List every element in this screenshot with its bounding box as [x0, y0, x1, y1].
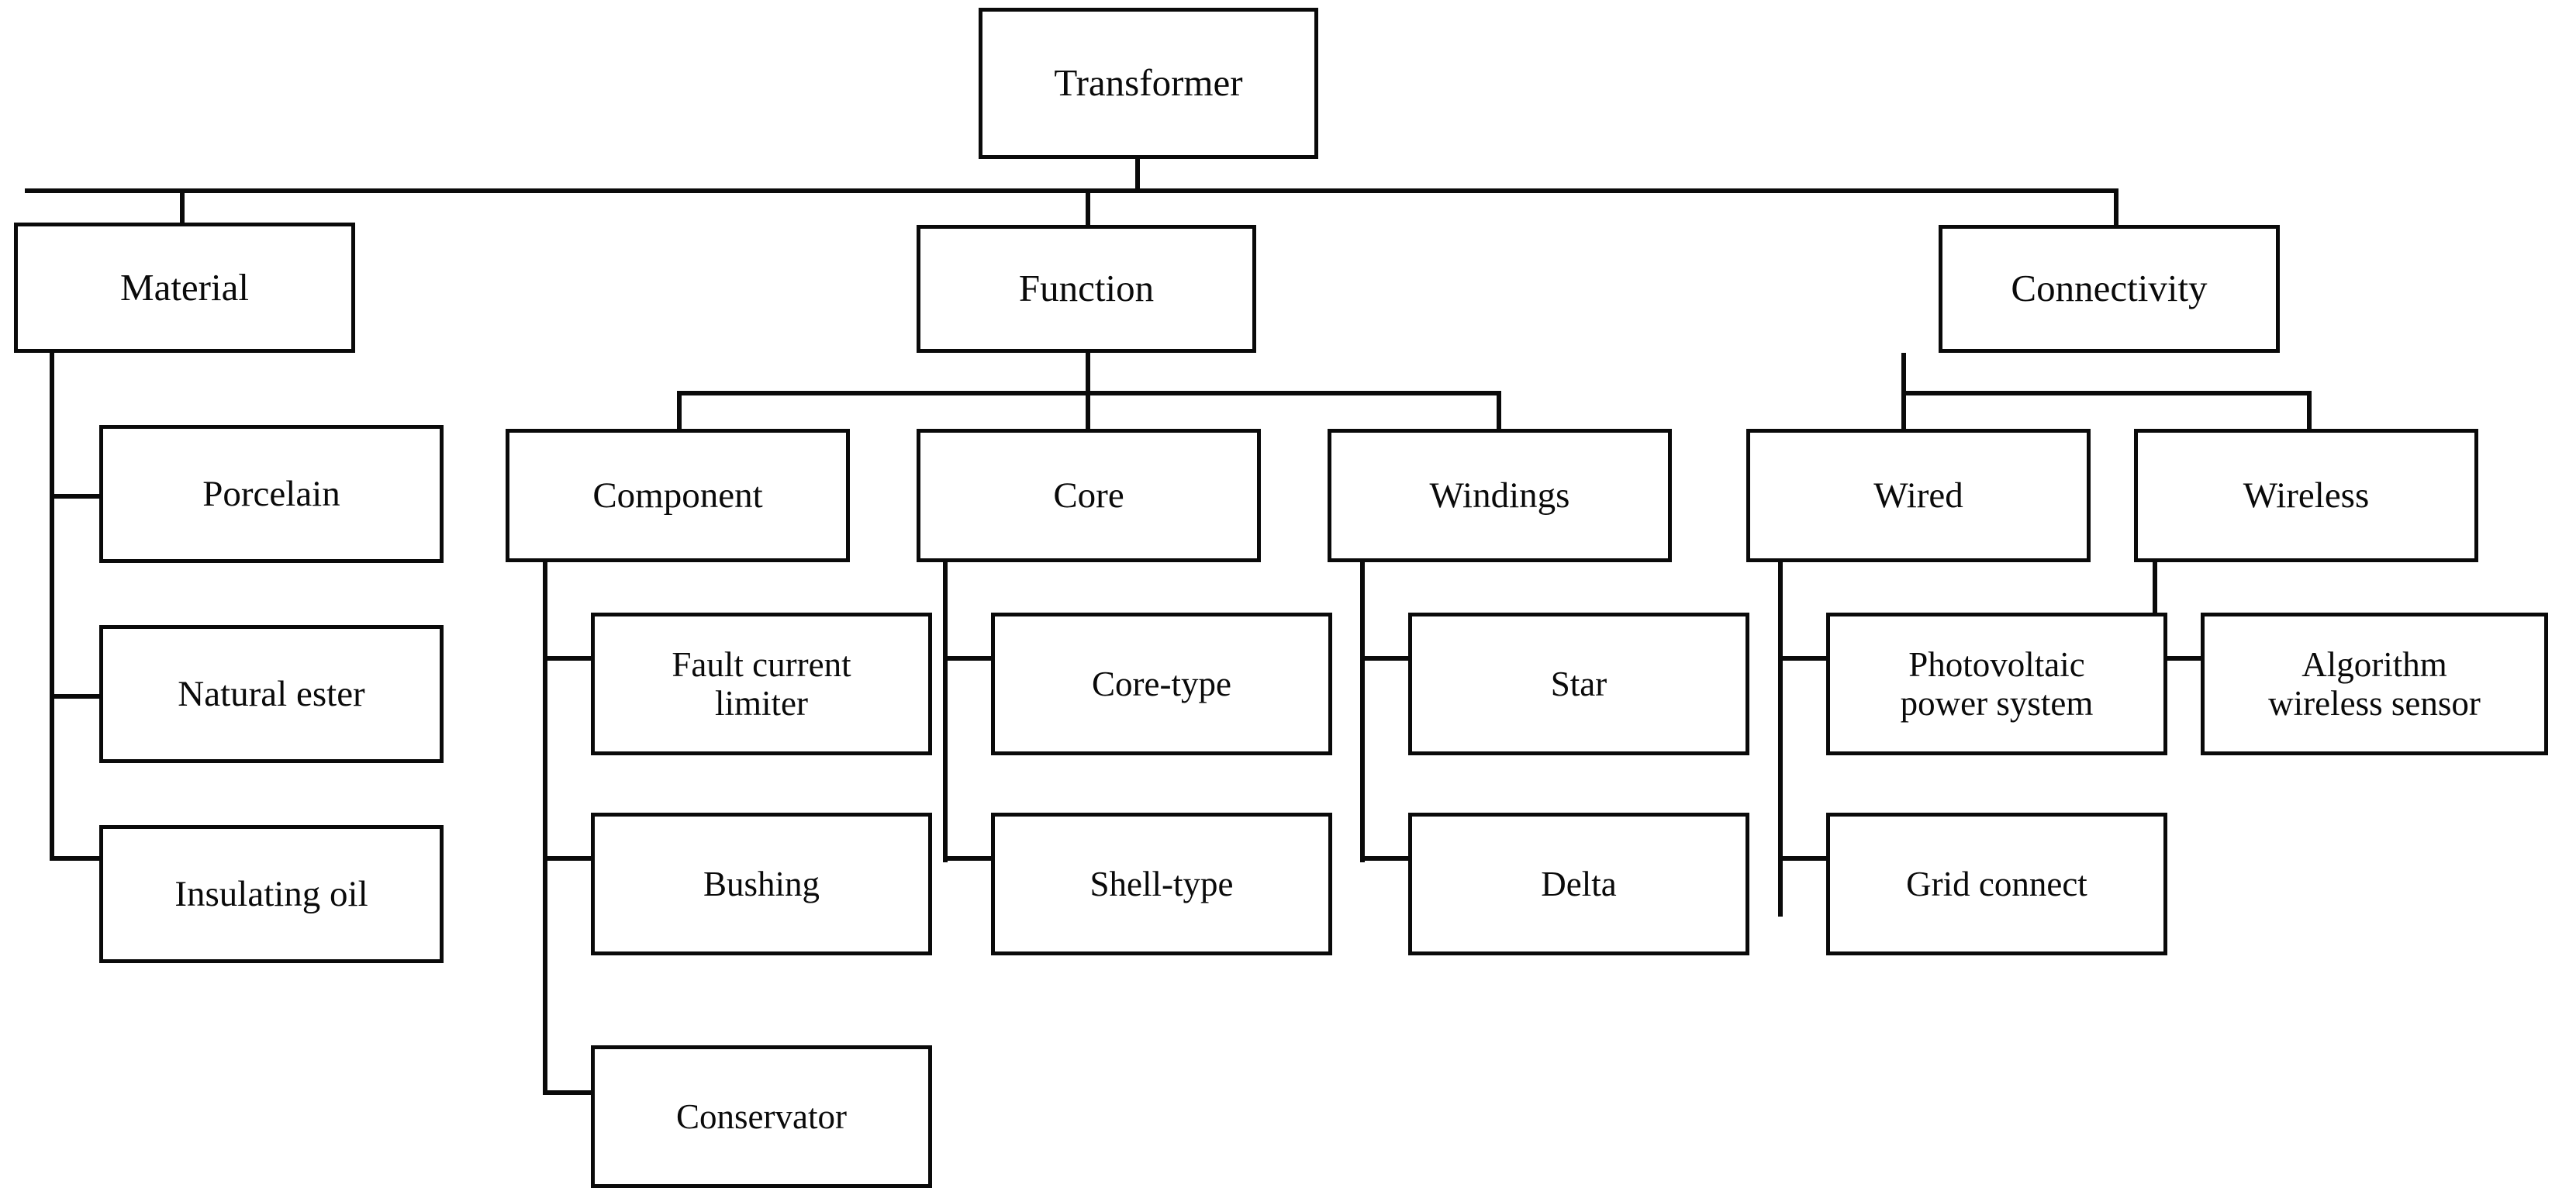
edge-bus-to-wireless: [2307, 391, 2312, 431]
node-core[interactable]: Core: [917, 429, 1261, 562]
node-label: Component: [592, 475, 763, 516]
node-label: Connectivity: [2011, 267, 2208, 310]
edge-windings-to-star: [1360, 656, 1410, 661]
node-wireless[interactable]: Wireless: [2134, 429, 2478, 562]
edge-function-stub: [1086, 353, 1090, 393]
edge-bus-to-windings: [1497, 391, 1501, 431]
node-label: Core: [1053, 475, 1124, 516]
edge-material-to-porcelain: [50, 494, 101, 499]
node-porcelain[interactable]: Porcelain: [99, 425, 444, 563]
node-label: Fault current limiter: [672, 644, 851, 723]
edge-material-to-natural-ester: [50, 694, 101, 699]
node-transformer[interactable]: Transformer: [979, 8, 1318, 159]
edge-bus-to-connectivity: [2114, 188, 2118, 227]
edge-root-stub: [1135, 159, 1140, 193]
node-natural-ester[interactable]: Natural ester: [99, 625, 444, 763]
edge-core-trunk: [943, 560, 948, 862]
node-wired[interactable]: Wired: [1746, 429, 2091, 562]
edge-wired-trunk: [1778, 560, 1783, 917]
edge-connectivity-bus: [1901, 391, 2312, 395]
edge-material-trunk: [50, 353, 54, 861]
node-connectivity[interactable]: Connectivity: [1939, 225, 2280, 353]
node-delta[interactable]: Delta: [1408, 813, 1749, 955]
edge-component-to-fault-current-limiter: [543, 656, 592, 661]
edge-windings-to-delta: [1360, 856, 1410, 861]
node-label: Shell-type: [1089, 864, 1234, 903]
node-grid-connect[interactable]: Grid connect: [1826, 813, 2167, 955]
edge-bus-to-function: [1086, 188, 1090, 227]
edge-wired-to-grid-connect: [1778, 856, 1828, 861]
node-shell-type[interactable]: Shell-type: [991, 813, 1332, 955]
node-core-type[interactable]: Core-type: [991, 613, 1332, 755]
edge-connectivity-stub: [1901, 353, 1906, 393]
node-label: Wireless: [2243, 475, 2370, 516]
node-insulating-oil[interactable]: Insulating oil: [99, 825, 444, 963]
node-label: Porcelain: [202, 473, 340, 514]
node-windings[interactable]: Windings: [1328, 429, 1672, 562]
node-label: Windings: [1429, 475, 1570, 516]
edge-component-to-bushing: [543, 856, 592, 861]
edge-component-to-conservator: [543, 1090, 592, 1095]
edge-bus-to-material: [180, 188, 185, 226]
node-function[interactable]: Function: [917, 225, 1256, 353]
node-label: Algorithm wireless sensor: [2268, 644, 2481, 723]
edge-bus-to-component: [677, 391, 682, 431]
node-label: Material: [120, 265, 249, 309]
node-label: Bushing: [703, 864, 820, 903]
edge-component-trunk: [543, 560, 547, 1095]
edge-core-to-shell-type: [943, 856, 993, 861]
node-conservator[interactable]: Conservator: [591, 1045, 932, 1188]
edge-wireless-to-algorithm-sensor: [2153, 656, 2202, 661]
node-label: Transformer: [1054, 61, 1243, 105]
edge-main-bus: [25, 188, 2118, 193]
node-label: Wired: [1873, 475, 1963, 516]
edge-bus-to-wired: [1901, 391, 1906, 431]
node-star[interactable]: Star: [1408, 613, 1749, 755]
node-bushing[interactable]: Bushing: [591, 813, 932, 955]
node-material[interactable]: Material: [14, 223, 355, 353]
edge-bus-to-core: [1086, 391, 1090, 431]
edge-wireless-trunk: [2153, 560, 2157, 661]
node-label: Core-type: [1092, 664, 1231, 703]
node-label: Insulating oil: [174, 873, 368, 914]
node-label: Photovoltaic power system: [1900, 644, 2094, 723]
node-label: Grid connect: [1906, 864, 2087, 903]
node-photovoltaic-power-system[interactable]: Photovoltaic power system: [1826, 613, 2167, 755]
edge-material-to-insulating-oil: [50, 856, 101, 861]
node-label: Delta: [1541, 864, 1617, 903]
edge-windings-trunk: [1360, 560, 1365, 862]
node-label: Star: [1550, 664, 1607, 703]
node-component[interactable]: Component: [506, 429, 850, 562]
node-label: Function: [1018, 267, 1155, 310]
node-label: Conservator: [676, 1096, 847, 1136]
node-algorithm-wireless-sensor[interactable]: Algorithm wireless sensor: [2201, 613, 2548, 755]
node-fault-current-limiter[interactable]: Fault current limiter: [591, 613, 932, 755]
node-label: Natural ester: [178, 673, 365, 714]
edge-core-to-core-type: [943, 656, 993, 661]
edge-wired-to-photovoltaic: [1778, 656, 1828, 661]
